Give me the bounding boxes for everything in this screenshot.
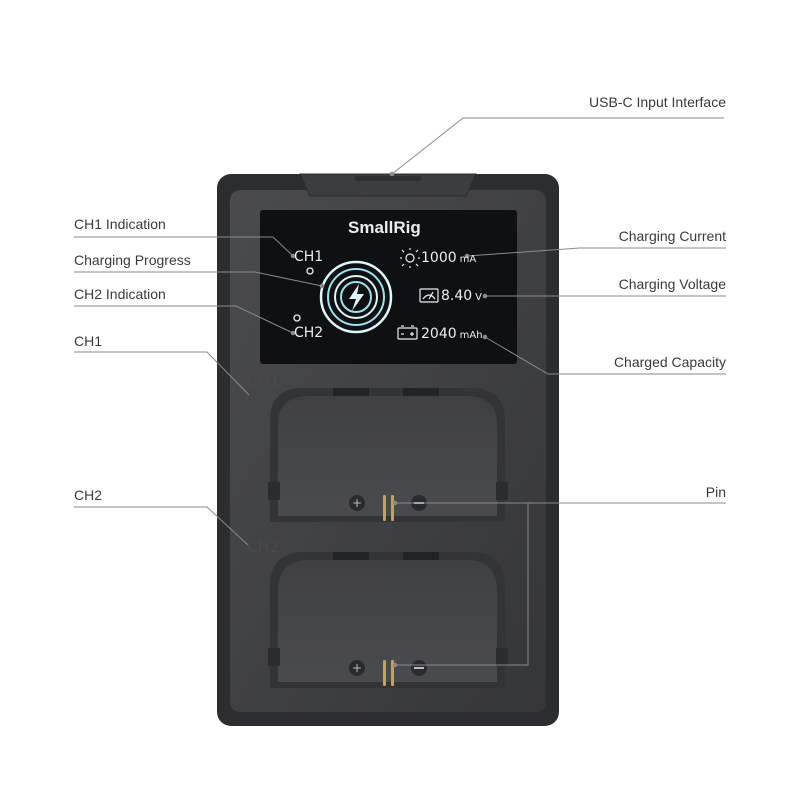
svg-text:+: + xyxy=(352,661,362,675)
pin-ch1-a xyxy=(383,495,386,521)
voltage-unit: V xyxy=(475,292,483,303)
ch1-indicator-dot xyxy=(306,267,314,275)
bay-label-ch1: CH1 xyxy=(247,372,280,390)
callout-ch1: CH1 xyxy=(74,333,103,349)
capacity-unit: mAh xyxy=(459,330,483,341)
callout-pin: Pin xyxy=(705,484,726,500)
sun-icon xyxy=(400,248,420,268)
positive-terminal-ch1 xyxy=(349,495,365,511)
positive-terminal-ch2 xyxy=(349,660,365,676)
callout-charging-progress: Charging Progress xyxy=(74,252,191,268)
battery-icon xyxy=(397,325,418,340)
usb-c-port xyxy=(299,173,477,197)
battery-bay-ch2: + xyxy=(268,552,508,688)
callout-charged-capacity: Charged Capacity xyxy=(613,354,726,370)
callout-ch2-indication: CH2 Indication xyxy=(74,286,166,302)
voltage-value: 8.40 xyxy=(441,288,473,304)
current-unit: mA xyxy=(459,254,477,265)
pin-ch1-b xyxy=(391,495,394,521)
charging-progress-ring xyxy=(319,260,393,334)
brand-logo: SmallRig xyxy=(348,218,421,237)
ch2-indicator-dot xyxy=(293,314,301,322)
screen-ch1-label: CH1 xyxy=(294,249,324,265)
pin-ch2-a xyxy=(383,660,386,686)
lightning-icon xyxy=(349,284,364,311)
screen-ch2-label: CH2 xyxy=(294,325,324,341)
leader-lines xyxy=(74,117,726,668)
callout-ch1-indication: CH1 Indication xyxy=(74,216,166,232)
callout-charging-current: Charging Current xyxy=(618,228,726,244)
bay-label-ch2: CH2 xyxy=(247,538,280,556)
capacity-value: 2040 xyxy=(421,326,457,342)
current-value: 1000 xyxy=(421,250,457,266)
callout-ch2: CH2 xyxy=(74,487,103,503)
svg-text:+: + xyxy=(352,496,362,510)
voltmeter-icon xyxy=(419,288,439,303)
pin-ch2-b xyxy=(391,660,394,686)
callout-charging-voltage: Charging Voltage xyxy=(618,276,726,292)
battery-bay-ch1: + xyxy=(268,388,508,522)
callout-usb-c-input: USB-C Input Interface xyxy=(589,94,726,110)
